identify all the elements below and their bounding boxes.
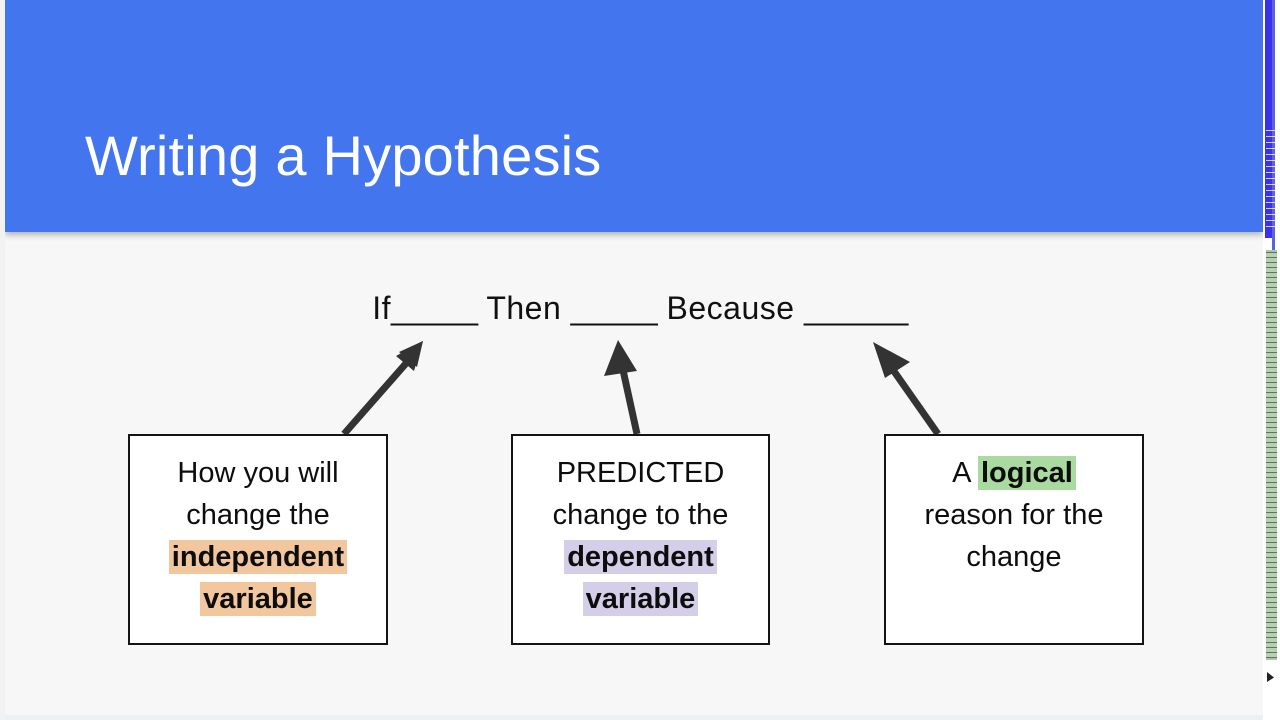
box-independent-variable[interactable]: How you will change the independent vari… (128, 434, 388, 645)
box-independent-line-1: How you will (177, 457, 339, 489)
highlight-logical: logical (977, 456, 1076, 490)
frame-if-word: If (372, 290, 392, 326)
box-dependent-line-4: variable (582, 578, 699, 620)
box-independent-line-4: variable (200, 578, 316, 620)
box-reason-line-3: change (966, 541, 1062, 574)
sliver-top-text-lines (1266, 130, 1275, 230)
adjacent-window-sliver[interactable] (1263, 0, 1280, 720)
highlight-variable-purple: variable (582, 582, 699, 617)
highlight-dependent: dependent (564, 540, 717, 575)
box-logical-reason[interactable]: A logical reason for the change (884, 434, 1144, 645)
sliver-blue-edge (1272, 0, 1275, 250)
frame-because-word: Because (666, 290, 795, 326)
sliver-blue-panel (1265, 0, 1272, 238)
slide-left-gutter (0, 0, 5, 720)
highlight-variable-orange: variable (200, 582, 316, 617)
frame-if-blank: _____ (391, 290, 478, 326)
mouse-cursor-icon (1267, 672, 1274, 682)
box-reason-prefix: A (952, 457, 978, 489)
hypothesis-frame-sentence: If_____ Then _____ Because ______ (0, 290, 1280, 327)
box-reason-line-2: reason for the (924, 499, 1104, 532)
slide-bottom-edge (5, 715, 1263, 720)
frame-because-blank: ______ (803, 290, 908, 326)
box-dependent-line-1: PREDICTED (556, 457, 725, 489)
title-banner: Writing a Hypothesis (5, 0, 1263, 232)
box-reason-line-1: A logical (952, 452, 1076, 494)
frame-then-word: Then (486, 290, 562, 326)
sliver-text-lines (1266, 252, 1277, 658)
box-dependent-variable[interactable]: PREDICTED change to the dependent variab… (511, 434, 770, 645)
box-dependent-line-3: dependent (564, 536, 717, 578)
box-independent-line-3: independent (168, 536, 348, 578)
box-independent-line-2: change the (186, 499, 330, 532)
frame-then-blank: _____ (570, 290, 658, 326)
highlight-independent: independent (168, 540, 348, 575)
box-dependent-line-2: change to the (552, 499, 729, 532)
page-title: Writing a Hypothesis (85, 124, 602, 187)
